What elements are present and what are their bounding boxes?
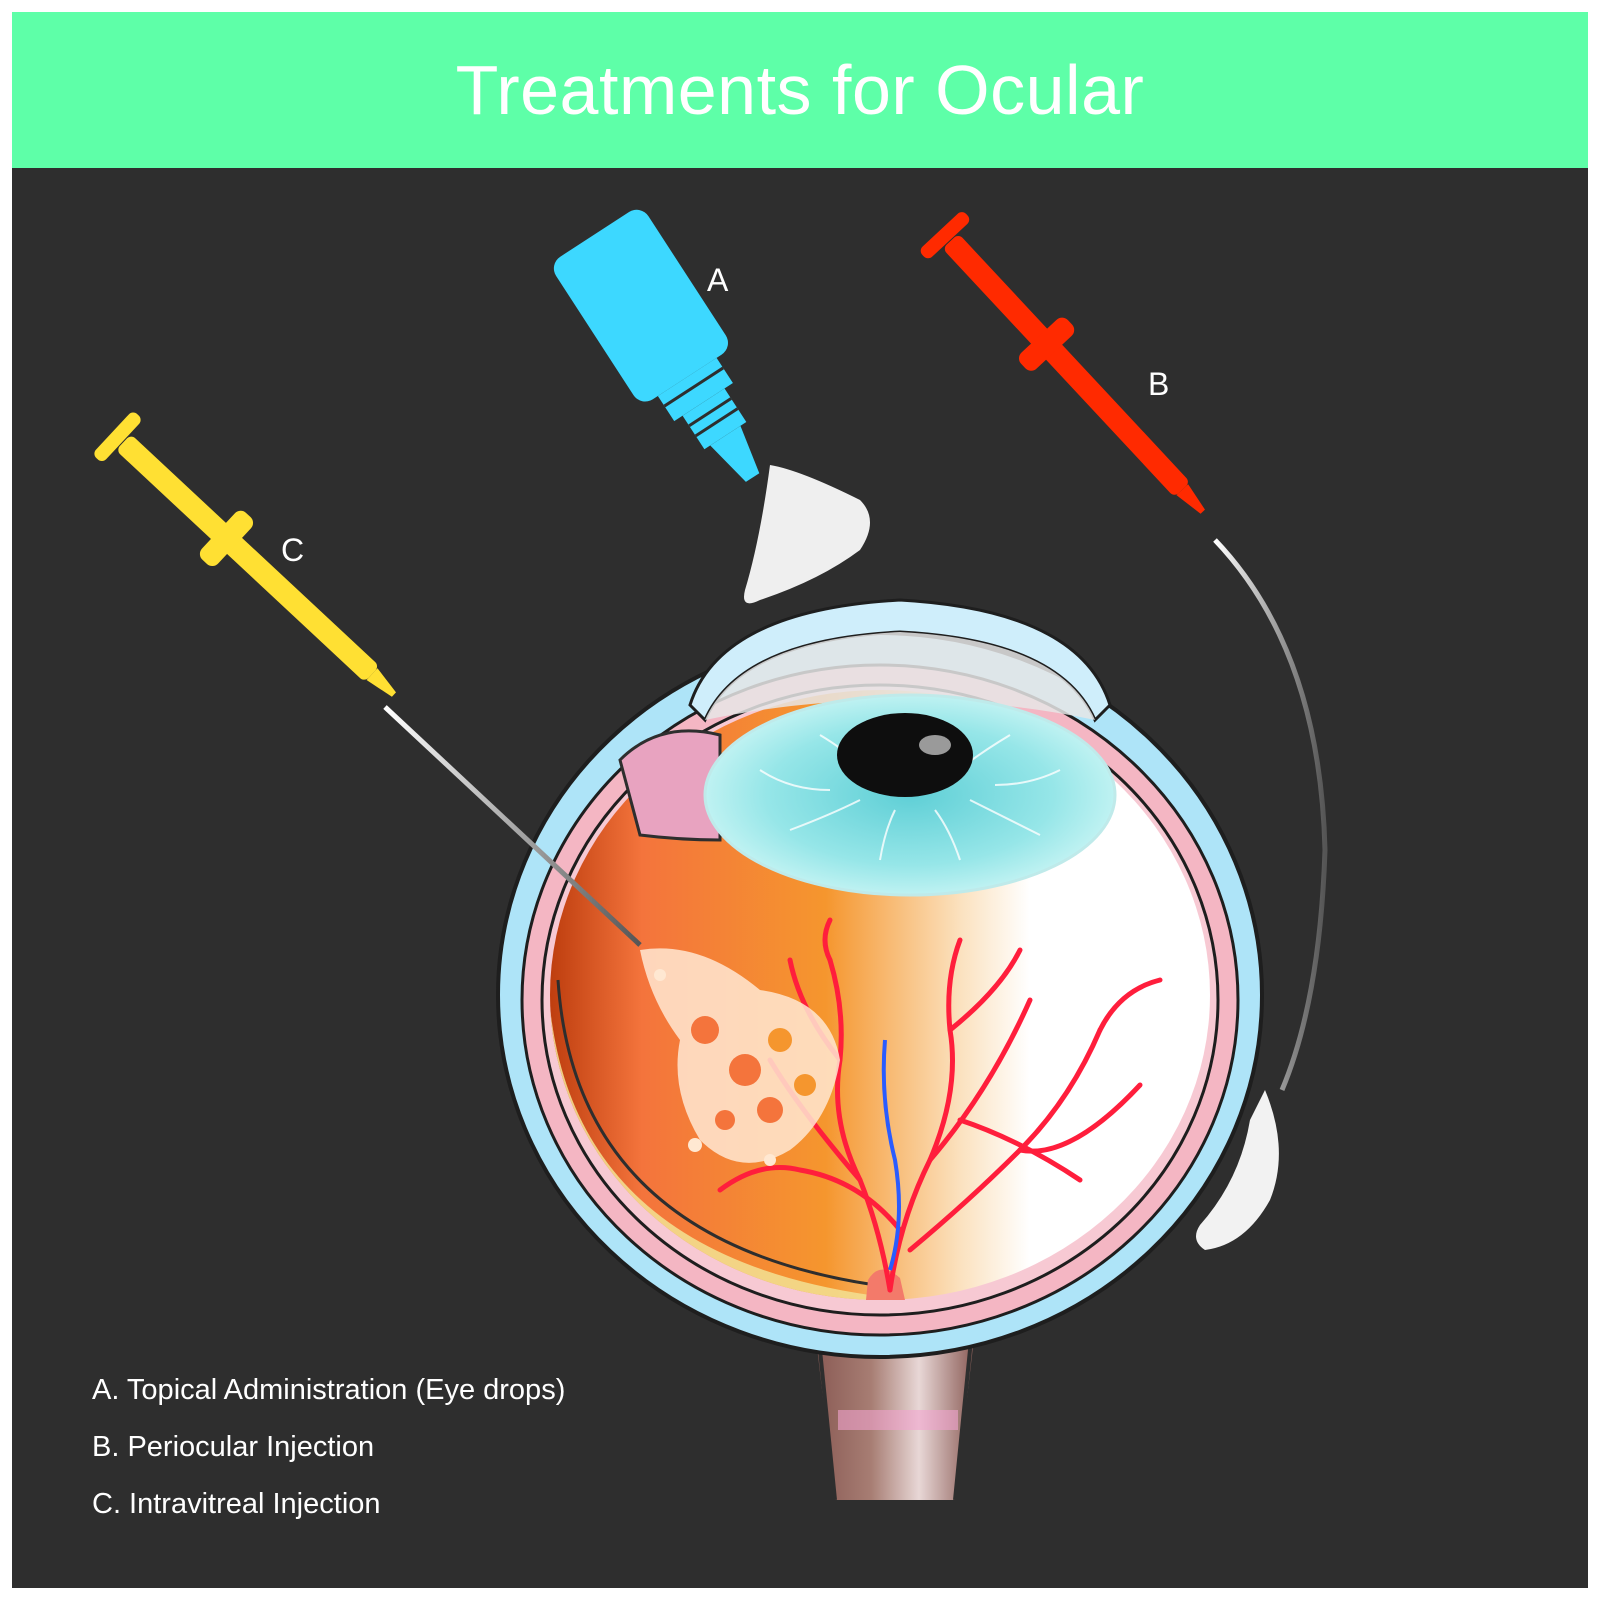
page-title: Treatments for Ocular xyxy=(455,51,1145,129)
marker-b: B xyxy=(1148,366,1170,402)
vein xyxy=(881,1039,901,1271)
marker-a: A xyxy=(707,262,729,298)
pupil xyxy=(837,713,973,797)
legend-item-intravitreal: C. Intravitreal Injection xyxy=(92,1488,381,1520)
optic-nerve xyxy=(815,1329,975,1501)
eye-drop-bottle-icon xyxy=(553,209,760,482)
syringe-icon xyxy=(920,212,1328,1091)
title-bar: Treatments for Ocular xyxy=(12,12,1588,168)
syringe-icon xyxy=(94,412,642,947)
eye-drop xyxy=(744,465,870,604)
periocular-deposit xyxy=(1196,1090,1279,1250)
legend-item-periocular: B. Periocular Injection xyxy=(92,1431,375,1463)
legend: A. Topical Administration (Eye drops) B.… xyxy=(92,1362,565,1533)
eyeball xyxy=(496,598,1264,1359)
drug-deposit xyxy=(640,948,840,1166)
legend-item-topical: A. Topical Administration (Eye drops) xyxy=(92,1374,566,1406)
blood-vessels xyxy=(717,917,1163,1293)
marker-c: C xyxy=(281,532,305,568)
